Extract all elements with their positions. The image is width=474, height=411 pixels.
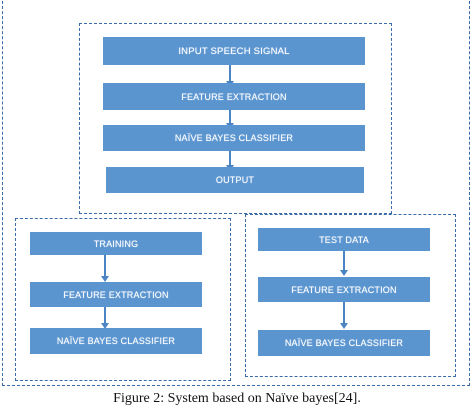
arrow-test-feature-to-classifier bbox=[340, 302, 348, 329]
training-frame bbox=[15, 218, 231, 381]
arrow-classifier-to-output bbox=[226, 151, 234, 171]
arrow-training-feature-to-classifier bbox=[101, 307, 109, 329]
feature-extraction-box: FEATURE EXTRACTION bbox=[103, 83, 365, 110]
arrow-input-to-feature bbox=[226, 65, 234, 87]
arrow-training-to-feature bbox=[101, 255, 109, 282]
test-data-box: TEST DATA bbox=[258, 228, 430, 251]
training-feature-extraction-box: FEATURE EXTRACTION bbox=[30, 282, 202, 307]
outer-frame bbox=[2, 0, 470, 386]
test-feature-extraction-box: FEATURE EXTRACTION bbox=[258, 277, 430, 302]
figure-caption: Figure 2: System based on Naïve bayes[24… bbox=[113, 391, 361, 406]
naive-bayes-classifier-box: NAÏVE BAYES CLASSIFIER bbox=[103, 125, 365, 151]
test-frame bbox=[245, 214, 456, 377]
input-speech-signal-box: INPUT SPEECH SIGNAL bbox=[103, 37, 365, 65]
recognition-frame bbox=[79, 23, 392, 214]
arrow-test-to-feature bbox=[340, 251, 348, 276]
output-box: OUTPUT bbox=[106, 167, 364, 193]
training-naive-bayes-box: NAÏVE BAYES CLASSIFIER bbox=[30, 328, 202, 354]
arrow-feature-to-classifier bbox=[226, 110, 234, 129]
training-box: TRAINING bbox=[30, 232, 202, 255]
test-naive-bayes-box: NAÏVE BAYES CLASSIFIER bbox=[258, 330, 430, 356]
